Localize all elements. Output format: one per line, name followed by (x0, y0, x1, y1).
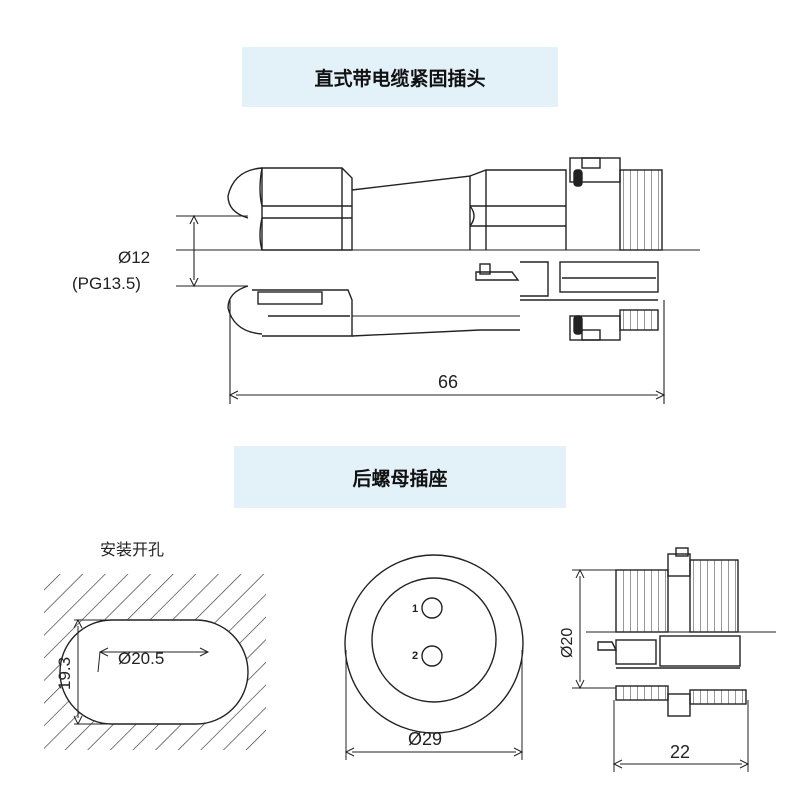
socket-length-label: 22 (670, 742, 690, 762)
plug-length-label: 66 (438, 372, 458, 392)
plug-gland-size-label: (PG13.5) (72, 274, 141, 293)
face-diameter-label: Ø29 (408, 729, 442, 749)
socket-section-title: 后螺母插座 (234, 446, 566, 508)
plug-section-title: 直式带电缆紧固插头 (242, 47, 558, 107)
cutout-drawing (44, 574, 266, 750)
socket-side-drawing (572, 547, 776, 772)
cutout-diameter-label: Ø20.5 (118, 649, 164, 668)
plug-drawing (176, 157, 700, 341)
thread-diameter-label: Ø20 (559, 628, 576, 658)
plug-dimension-lines (176, 214, 666, 404)
plug-cable-diameter-label: Ø12 (118, 248, 150, 267)
pin-2-label: 2 (412, 650, 418, 662)
socket-front-drawing (344, 554, 524, 760)
cutout-flat-label: 19.3 (55, 657, 74, 690)
cutout-label: 安装开孔 (100, 540, 164, 559)
pin-1-label: 1 (412, 603, 418, 615)
